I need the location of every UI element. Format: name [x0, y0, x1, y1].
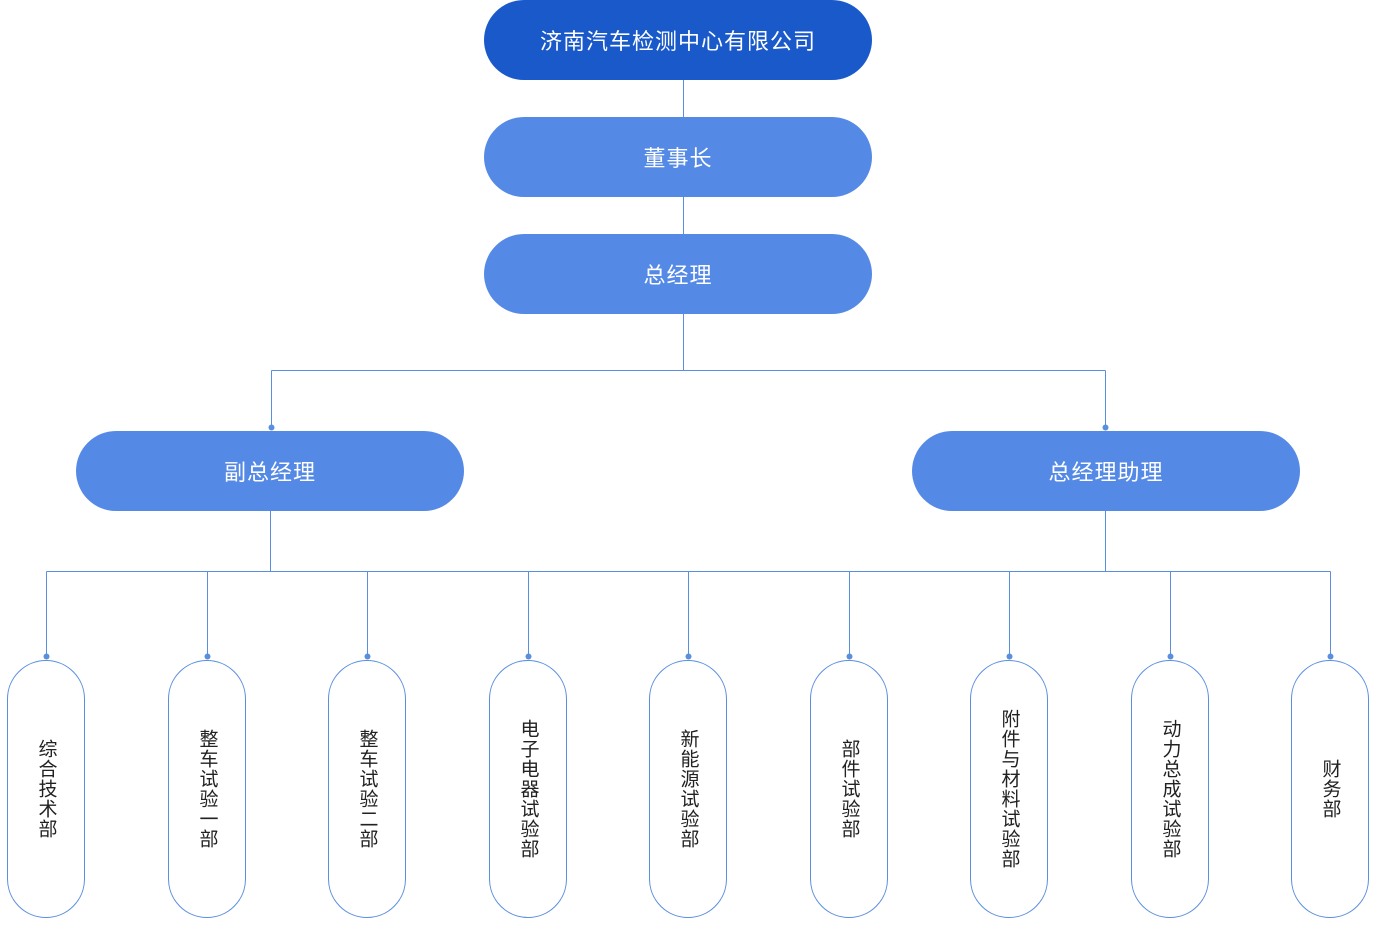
node-company: 济南汽车检测中心有限公司	[484, 0, 872, 80]
dept-node: 动力总成试验部	[1131, 660, 1209, 918]
dept-label: 新能源试验部	[677, 729, 700, 849]
dept-node: 整车试验一部	[168, 660, 246, 918]
dept-node: 附件与材料试验部	[970, 660, 1048, 918]
dept-label: 整车试验二部	[356, 729, 379, 849]
dept-node: 综合技术部	[7, 660, 85, 918]
connector-dot-dept-5	[685, 653, 692, 660]
connector-dot-agm	[1102, 424, 1109, 431]
node-deputy-general-manager-label: 副总经理	[223, 461, 316, 486]
dept-node: 部件试验部	[810, 660, 888, 918]
dept-label: 附件与材料试验部	[998, 709, 1021, 869]
dept-node: 电子电器试验部	[489, 660, 567, 918]
node-general-manager: 总经理	[484, 234, 872, 314]
node-chairman-label: 董事长	[643, 147, 713, 172]
connector-dot-dept-4	[525, 653, 532, 660]
connector-dot-dept-8	[1167, 653, 1174, 660]
connector-dot-dept-3	[364, 653, 371, 660]
node-company-label: 济南汽车检测中心有限公司	[539, 30, 816, 55]
dept-node: 财务部	[1291, 660, 1369, 918]
connector-dot-dept-2	[204, 653, 211, 660]
dept-label: 综合技术部	[35, 739, 58, 839]
node-general-manager-assistant-label: 总经理助理	[1048, 461, 1164, 486]
node-general-manager-assistant: 总经理助理	[912, 431, 1300, 511]
dept-label: 部件试验部	[838, 739, 861, 839]
dept-label: 动力总成试验部	[1159, 719, 1182, 859]
connector-dot-dept-7	[1006, 653, 1013, 660]
node-chairman: 董事长	[484, 117, 872, 197]
dept-label: 整车试验一部	[196, 729, 219, 849]
dept-label: 电子电器试验部	[517, 719, 540, 859]
connector-dot-dept-6	[846, 653, 853, 660]
connector-dot-dgm	[268, 424, 275, 431]
dept-label: 财务部	[1319, 759, 1342, 819]
connector-dot-dept-9	[1327, 653, 1334, 660]
node-deputy-general-manager: 副总经理	[76, 431, 464, 511]
connector-dot-dept-1	[43, 653, 50, 660]
dept-node: 整车试验二部	[328, 660, 406, 918]
dept-node: 新能源试验部	[649, 660, 727, 918]
node-general-manager-label: 总经理	[643, 264, 713, 289]
